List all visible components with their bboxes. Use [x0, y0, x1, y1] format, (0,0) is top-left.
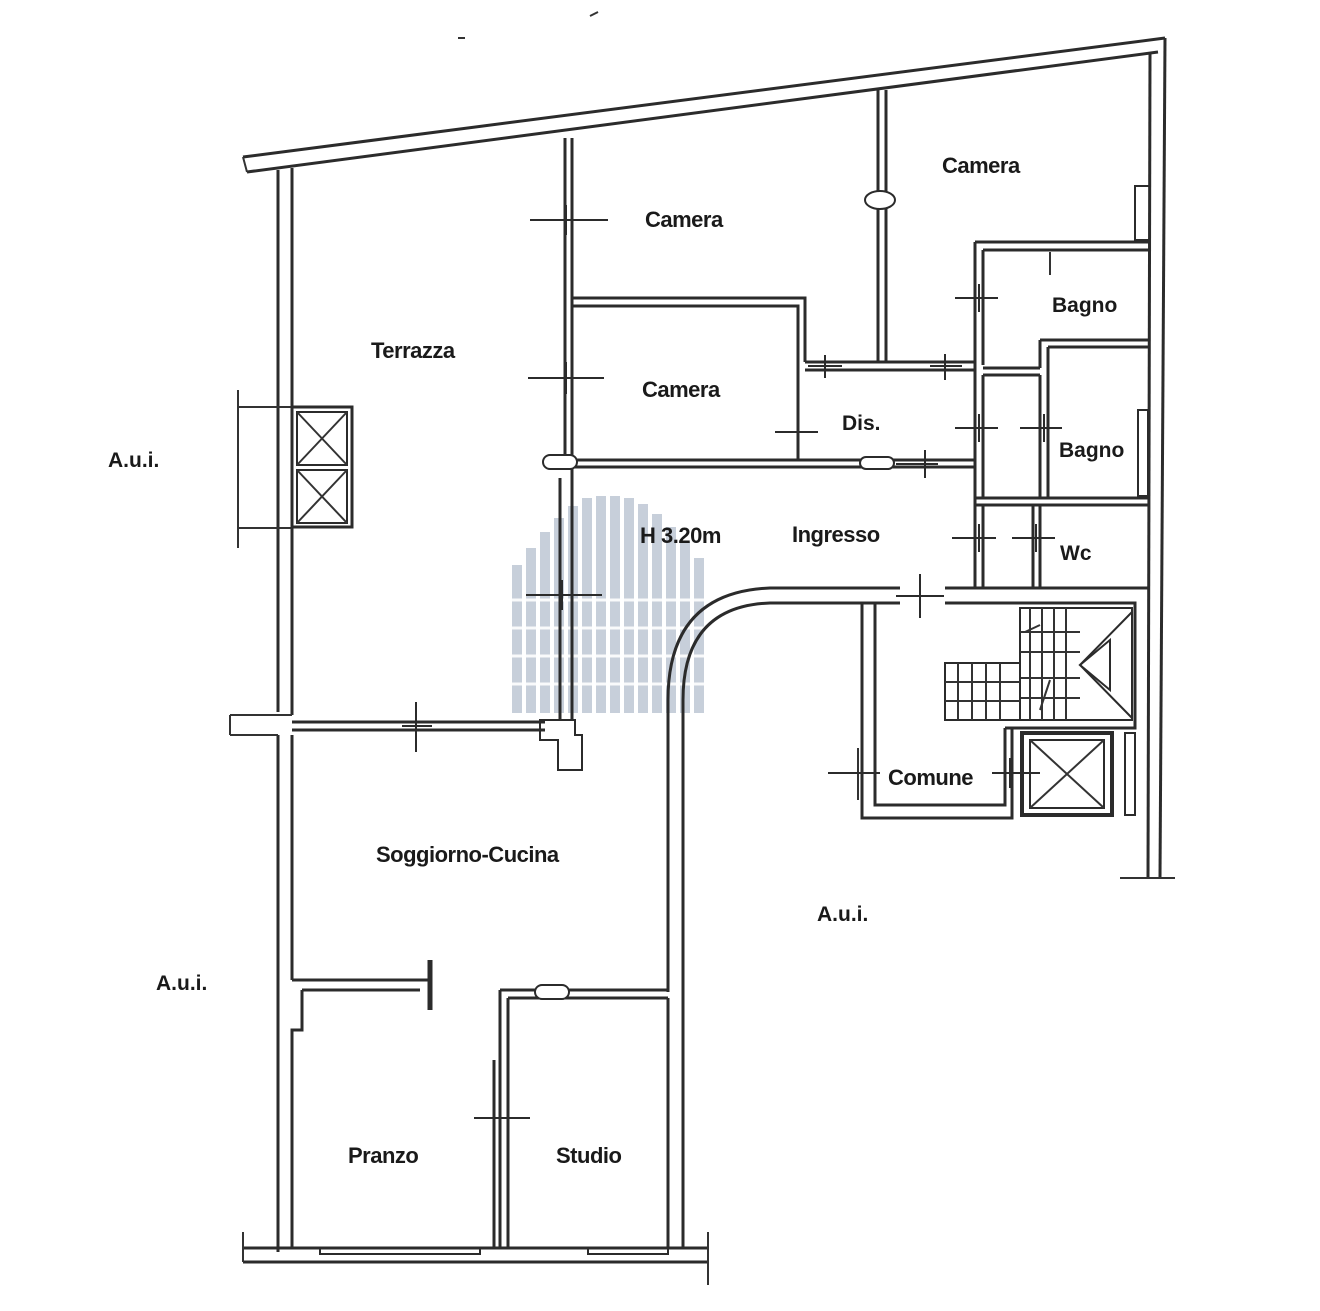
label-pranzo: Pranzo [348, 1143, 418, 1168]
label-camera-top-right: Camera [942, 153, 1021, 178]
label-bagno-lower: Bagno [1059, 439, 1124, 462]
label-studio: Studio [556, 1143, 621, 1168]
left-shafts [237, 390, 354, 548]
label-ingresso: Ingresso [792, 522, 880, 547]
label-soggiorno-cucina: Soggiorno-Cucina [376, 842, 560, 867]
label-comune: Comune [888, 765, 973, 790]
label-wc: Wc [1060, 542, 1092, 565]
label-neighbour-left-upper: A.u.i. [108, 449, 159, 472]
label-bagno-upper: Bagno [1052, 294, 1117, 317]
label-terrazza: Terrazza [371, 338, 456, 363]
label-dis: Dis. [842, 412, 881, 435]
label-neighbour-right: A.u.i. [817, 903, 868, 926]
stairs [944, 607, 1133, 721]
label-camera-middle: Camera [642, 377, 721, 402]
door-markers [402, 205, 1062, 1136]
label-camera-top-middle: Camera [645, 207, 724, 232]
interior-walls [290, 90, 1151, 1248]
ceiling-height-note: H 3.20m [640, 523, 721, 548]
label-neighbour-left-lower: A.u.i. [156, 972, 207, 995]
